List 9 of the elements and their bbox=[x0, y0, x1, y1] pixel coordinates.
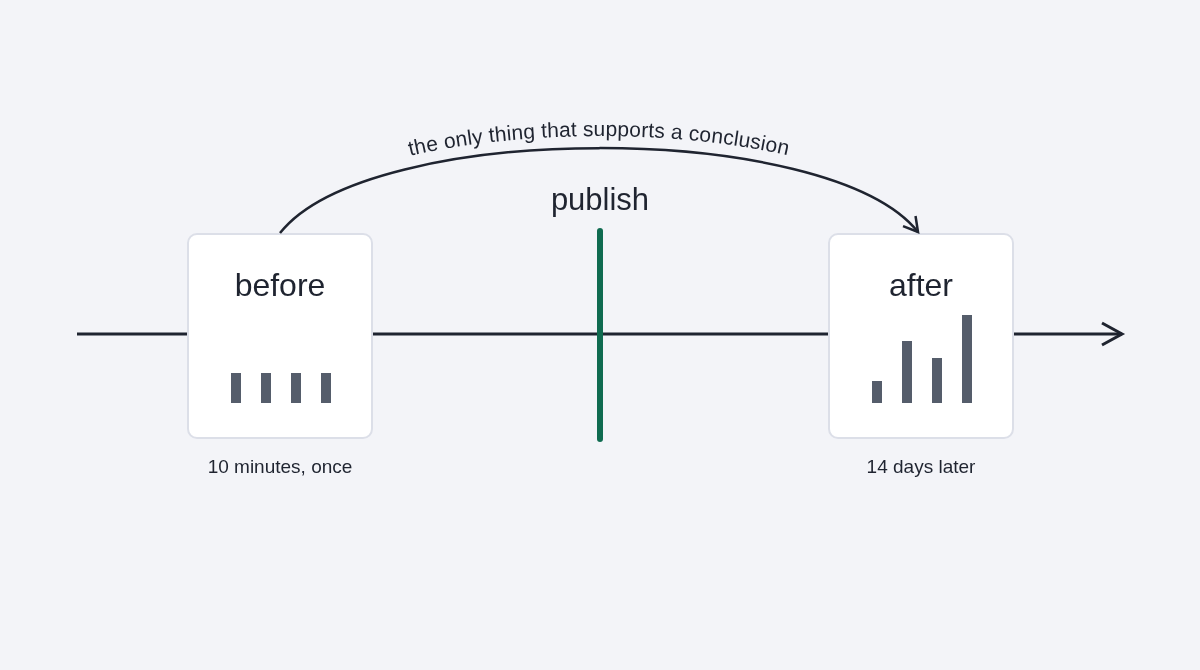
caption-text: 10 minutes, once bbox=[207, 456, 353, 478]
stage-title: before bbox=[234, 267, 326, 304]
stage-title: after bbox=[889, 267, 953, 304]
edge-label: the only thing that supports a conclusion bbox=[405, 117, 792, 160]
caption-text: 14 days later bbox=[866, 456, 976, 478]
stage-card bbox=[187, 233, 373, 439]
stage-card bbox=[828, 233, 1014, 439]
marker-label: publish bbox=[550, 182, 650, 218]
arrow bbox=[279, 147, 920, 234]
